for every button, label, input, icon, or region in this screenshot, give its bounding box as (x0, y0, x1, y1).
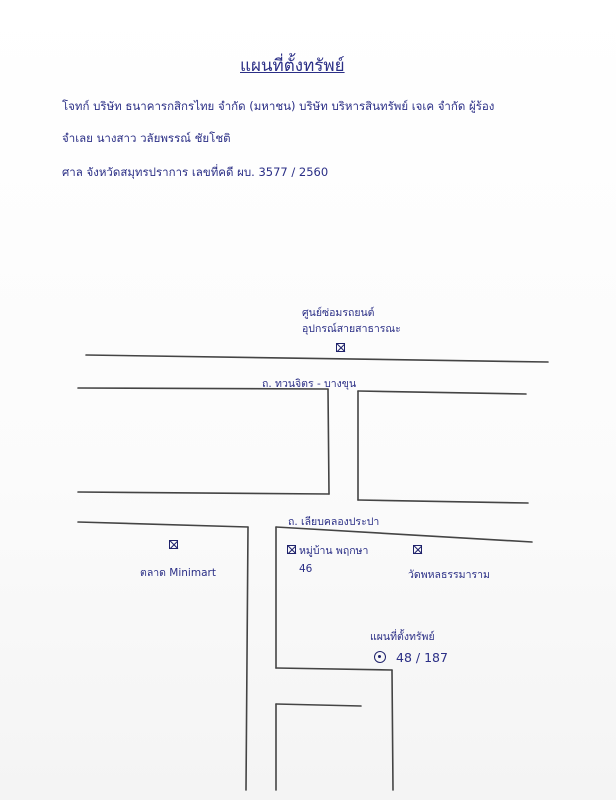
middle-road-label: ถ. เลียบคลองประปา (288, 516, 380, 528)
landmark-center-marker-icon (287, 545, 296, 554)
landmark-left-label: ตลาด Minimart (140, 567, 216, 579)
landmark-top-label: ศูนย์ซ่อมรถยนต์ อุปกรณ์สายสาธารณะ (302, 307, 401, 335)
top-road-line-lower (77, 387, 329, 390)
property-block-right (391, 669, 394, 791)
right-block-bottom-edge (357, 499, 529, 504)
property-location-pin-icon (374, 651, 386, 663)
property-address: 48 / 187 (396, 650, 448, 665)
left-block-right-edge (327, 388, 330, 495)
property-label: แผนที่ตั้งทรัพย์ (370, 631, 435, 643)
top-road-line-upper (85, 354, 549, 363)
landmark-left-marker-icon (169, 540, 178, 549)
top-road-line-lower-right (357, 390, 527, 395)
middle-road-upper-left (77, 521, 249, 528)
plaintiff-line: โจทก์ บริษัท ธนาคารกสิกรไทย จำกัด (มหาชน… (62, 99, 495, 113)
left-block-bottom-edge (77, 491, 330, 495)
middle-road-upper-right (275, 526, 533, 543)
bottom-block-top (275, 703, 362, 707)
property-block-bottom (275, 667, 393, 671)
landmark-top-marker-icon (336, 343, 345, 352)
court-case-line: ศาล จังหวัดสมุทรปราการ เลขที่คดี ผบ. 357… (62, 165, 329, 179)
soi-left-edge (245, 526, 249, 791)
landmark-center-label: หมู่บ้าน พฤกษา 46 (299, 545, 369, 575)
defendant-line: จำเลย นางสาว วลัยพรรณ์ ชัยโชติ (62, 131, 231, 145)
landmark-right-marker-icon (413, 545, 422, 554)
page-title: แผนที่ตั้งทรัพย์ (240, 56, 345, 76)
landmark-right-label: วัดพหลธรรมาราม (408, 569, 490, 581)
top-road-label: ถ. ทวนจิตร - บางขุน (262, 378, 357, 390)
